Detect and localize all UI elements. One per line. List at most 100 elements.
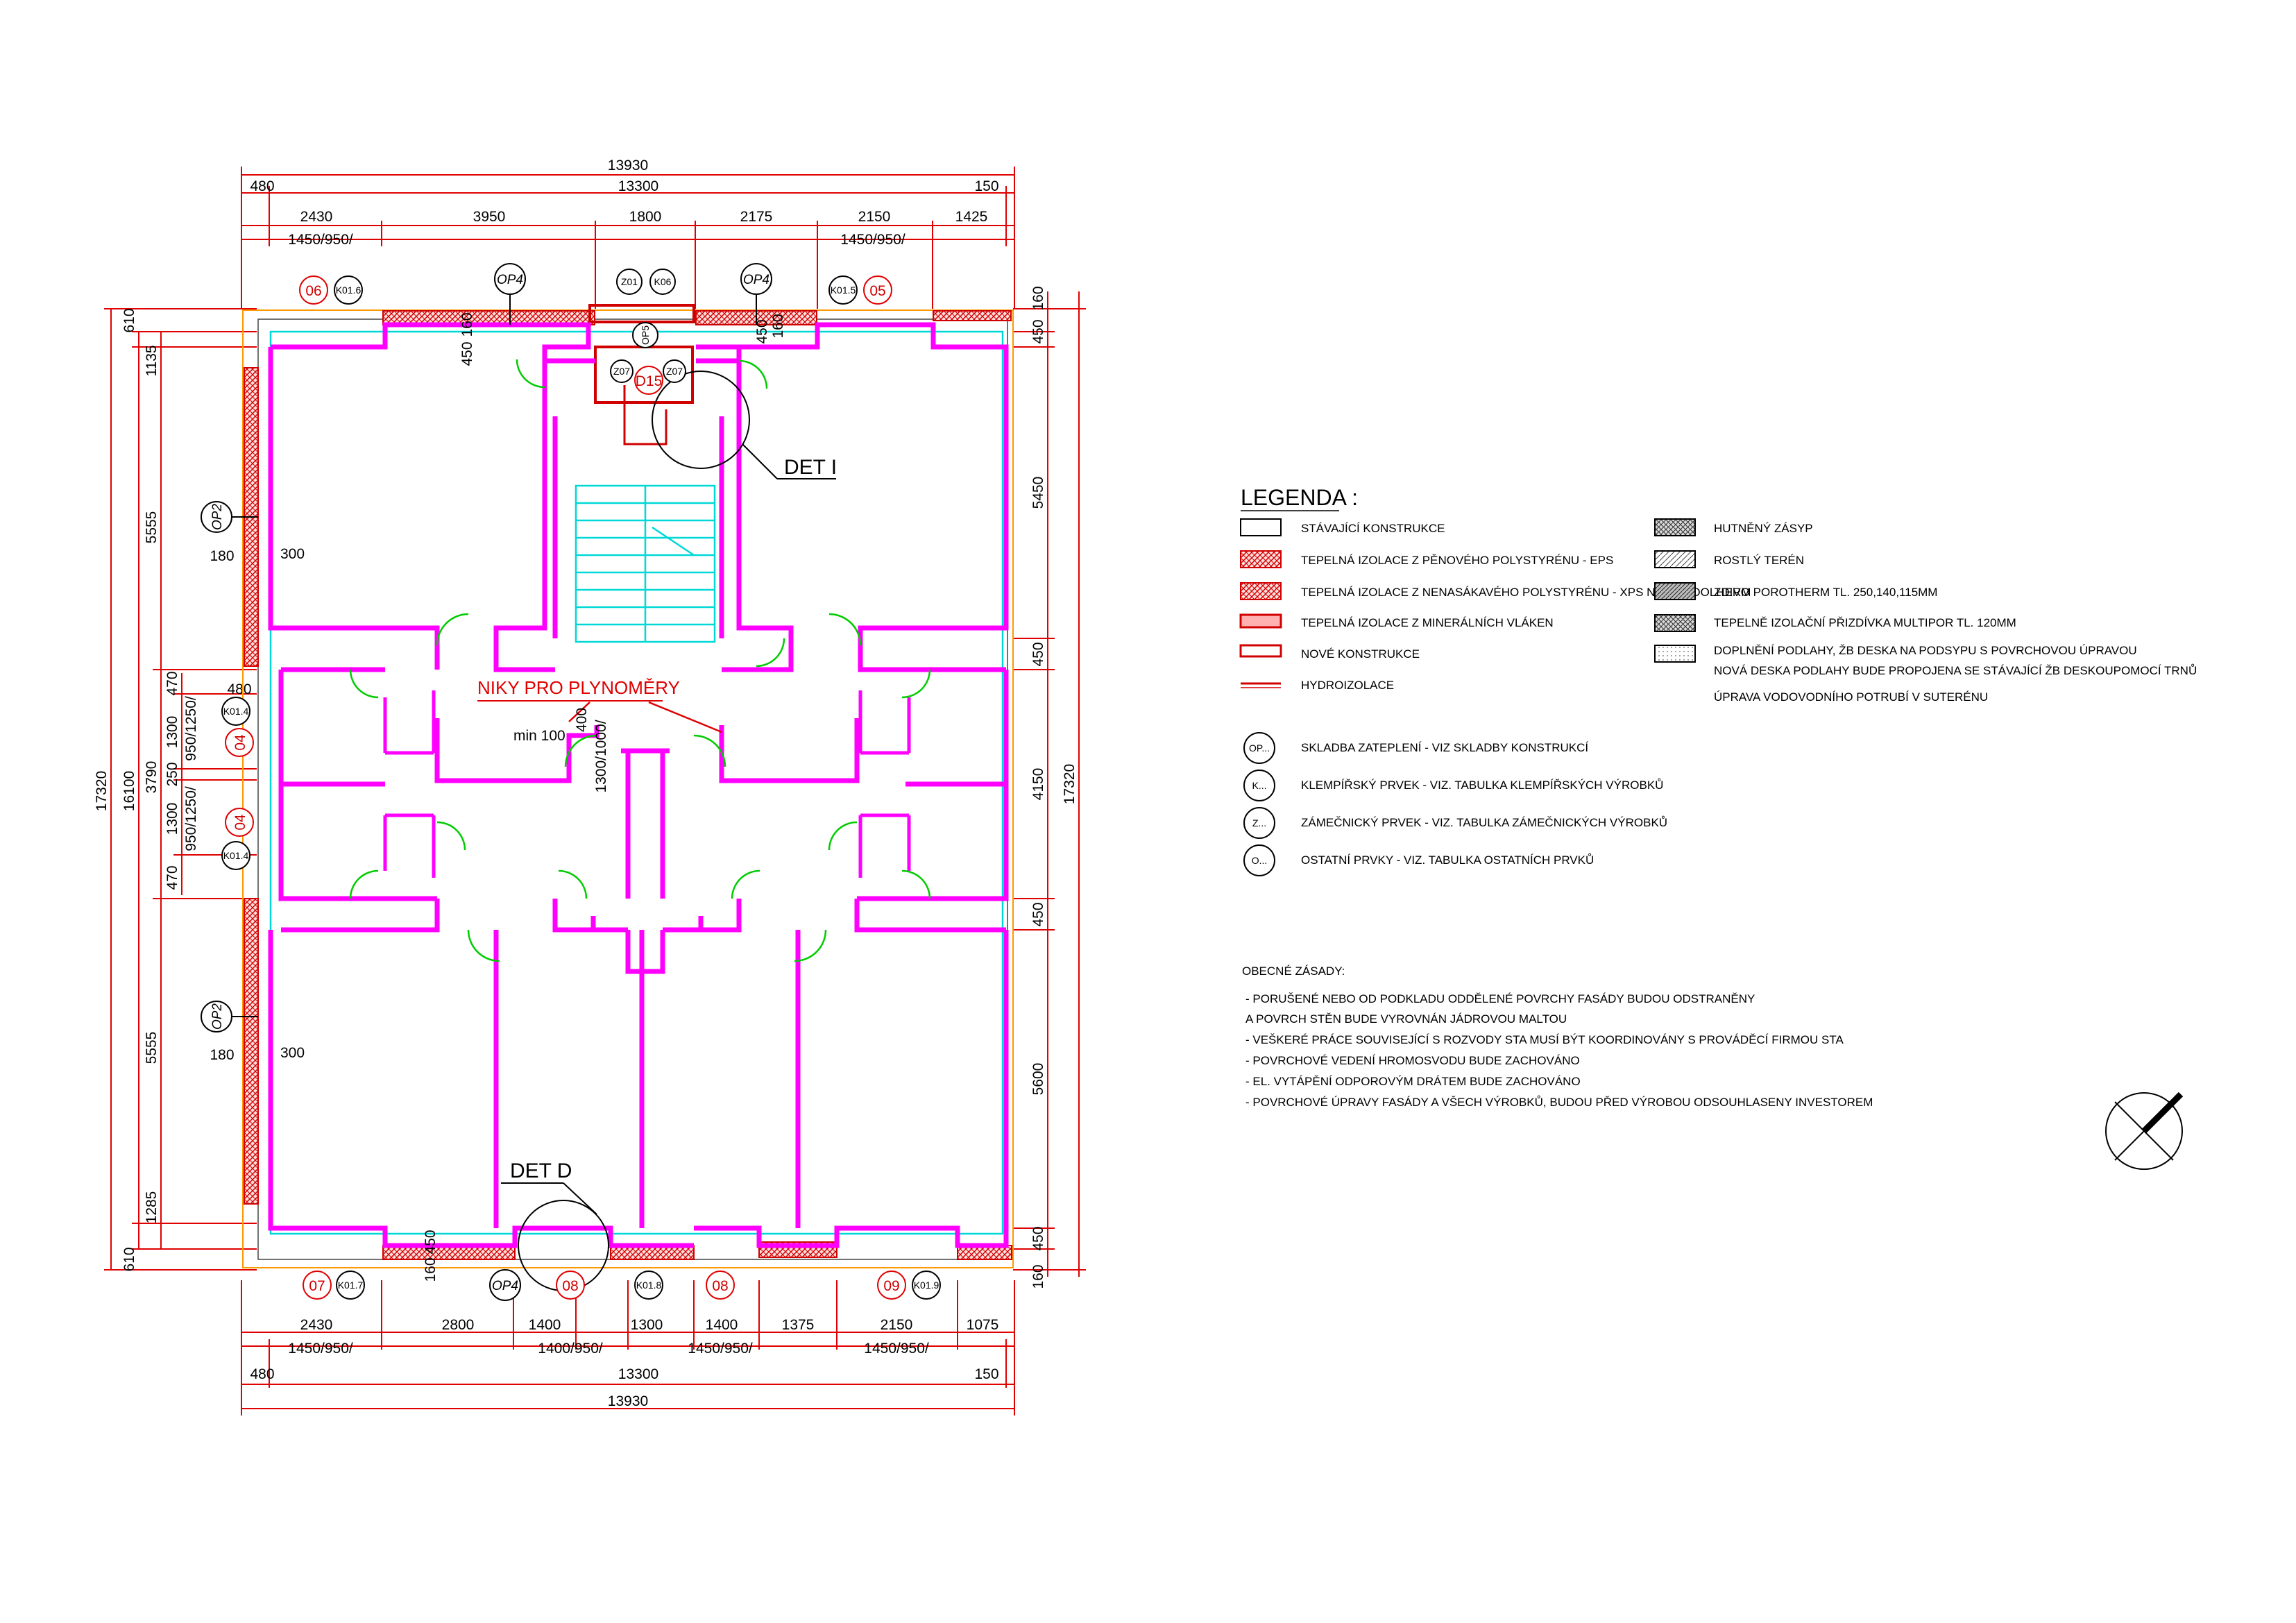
dim-left-1135: 1135	[144, 345, 160, 376]
tag-op2-b: OP2	[210, 1003, 225, 1030]
wall-180-bottom: 180	[210, 1047, 234, 1063]
dim-left-250: 250	[164, 762, 180, 786]
wall-450-c: 450	[754, 319, 770, 343]
dim-bottom-2150: 2150	[881, 1317, 913, 1333]
det-d-label: DET D	[510, 1159, 572, 1182]
tag-z07-a: Z07	[613, 366, 630, 377]
tag-k019: K01.9	[914, 1280, 939, 1291]
dim-top-3950: 3950	[473, 209, 506, 225]
dim-left-610-top: 610	[121, 308, 137, 332]
dim-top-1800: 1800	[629, 209, 662, 225]
left-dimensions: 17320 16100 610 610 1135 5555 3790 5555 …	[94, 308, 305, 1272]
wall-160-c: 160	[770, 314, 786, 338]
dim-bottom-1400: 1400	[529, 1317, 561, 1333]
tag-op2-a: OP2	[210, 504, 225, 530]
legend-sym-op: OP...	[1249, 742, 1270, 754]
note-6: - POVRCHOVÉ ÚPRAVY FASÁDY A VŠECH VÝROBK…	[1245, 1096, 1873, 1109]
dim-top-2175: 2175	[740, 209, 773, 225]
tag-k06: K06	[654, 276, 672, 287]
tag-k017: K01.7	[338, 1280, 364, 1291]
niky-label: NIKY PRO PLYNOMĚRY	[477, 677, 680, 698]
staircase	[575, 385, 716, 643]
legend-sym-op-text: SKLADBA ZATEPLENÍ - VIZ SKLADBY KONSTRUK…	[1301, 741, 1588, 754]
dim-right-450-a: 450	[1030, 319, 1046, 343]
dim-bottom-13300: 13300	[618, 1366, 658, 1382]
tag-op4-b: OP4	[743, 273, 769, 287]
tag-op4-a: OP4	[497, 273, 523, 287]
legend-sym-o: O...	[1252, 855, 1268, 866]
right-dimensions: 160 450 5450 450 4150 450 5600 450 160 1…	[1013, 286, 1086, 1289]
legend-right-4: TEPELNĚ IZOLAČNÍ PŘIZDÍVKA MULTIPOR TL. …	[1714, 616, 2016, 629]
tag-08-b: 08	[712, 1278, 728, 1294]
legend-item-4: TEPELNÁ IZOLACE Z MINERÁLNÍCH VLÁKEN	[1301, 616, 1554, 629]
dim-bottom-150: 150	[974, 1366, 998, 1382]
tag-k014-b: K01.4	[223, 850, 249, 861]
niche-min-100: min 100	[513, 728, 566, 744]
tags-stair: OP5 Z07 Z07 D15	[610, 322, 686, 395]
tag-op5: OP5	[640, 325, 651, 345]
dim-bottom-1375: 1375	[782, 1317, 815, 1333]
dim-left-16100: 16100	[121, 771, 137, 811]
tag-k018: K01.8	[636, 1280, 662, 1291]
dim-top-window-1: 1450/950/	[288, 232, 353, 248]
wall-180-top: 180	[210, 548, 234, 564]
legend-item-1: STÁVAJÍCÍ KONSTRUKCE	[1301, 522, 1445, 535]
bottom-dimensions: 2430 2800 1400 1300 1400 1375 2150 1075 …	[241, 1280, 1015, 1416]
tag-08-a: 08	[562, 1278, 578, 1294]
notes-title: OBECNÉ ZÁSADY:	[1242, 965, 1345, 978]
tag-04-b: 04	[232, 814, 248, 831]
wall-450-b: 450	[423, 1230, 439, 1254]
dim-top-overall: 13930	[608, 158, 648, 173]
niche-400: 400	[574, 708, 590, 732]
note-2: A POVRCH STĚN BUDE VYROVNÁN JÁDROVOU MAL…	[1245, 1012, 1567, 1026]
dim-right-450-b: 450	[1030, 642, 1046, 666]
walls	[268, 322, 1009, 1248]
det-i-label: DET I	[784, 456, 837, 479]
legend-title: LEGENDA :	[1241, 485, 1358, 510]
dim-bottom-1300: 1300	[631, 1317, 663, 1333]
note-5: - EL. VYTÁPĚNÍ ODPOROVÝM DRÁTEM BUDE ZAC…	[1245, 1075, 1581, 1088]
legend: LEGENDA : STÁVAJÍCÍ KONSTRUKCE TEPELNÁ I…	[1239, 485, 2197, 876]
dim-bottom-overall: 13930	[608, 1393, 648, 1409]
legend-sym-k-text: KLEMPÍŘSKÝ PRVEK - VIZ. TABULKA KLEMPÍŘS…	[1301, 779, 1663, 792]
callouts: DET I DET D NIKY PRO PLYNOMĚRY min 100 4…	[423, 312, 837, 1291]
dim-left-1300-bottom: 1300	[164, 803, 180, 835]
dim-bottom-2800: 2800	[442, 1317, 475, 1333]
legend-right-1: HUTNĚNÝ ZÁSYP	[1714, 522, 1813, 535]
note-1: - PORUŠENÉ NEBO OD PODKLADU ODDĚLENÉ POV…	[1245, 992, 1755, 1005]
legend-right-6: NOVÁ DESKA PODLAHY BUDE PROPOJENA SE STÁ…	[1714, 664, 2197, 677]
dim-left-window-2: 950/1250/	[183, 786, 199, 851]
legend-sym-z-text: ZÁMEČNICKÝ PRVEK - VIZ. TABULKA ZÁMEČNIC…	[1301, 816, 1667, 829]
legend-sym-z: Z...	[1252, 817, 1266, 829]
dim-left-17320: 17320	[94, 771, 110, 811]
dim-top-1425: 1425	[955, 209, 988, 225]
dim-top-2150: 2150	[858, 209, 891, 225]
dim-left-3790: 3790	[144, 761, 160, 794]
legend-item-5: NOVÉ KONSTRUKCE	[1301, 647, 1420, 661]
north-arrow-icon	[2105, 1091, 2184, 1170]
dim-right-450-c: 450	[1030, 902, 1046, 926]
wall-160-a: 160	[459, 312, 475, 337]
tag-06: 06	[305, 283, 321, 299]
dim-right-5600: 5600	[1030, 1063, 1046, 1096]
tag-k015: K01.5	[831, 284, 856, 296]
dim-bottom-window-2: 1400/950/	[538, 1341, 603, 1357]
dim-bottom-2430: 2430	[300, 1317, 333, 1333]
dim-bottom-window-4: 1450/950/	[864, 1341, 929, 1357]
dim-bottom-1075: 1075	[967, 1317, 999, 1333]
legend-right-2: ROSTLÝ TERÉN	[1714, 554, 1804, 567]
wall-160-b: 160	[423, 1257, 439, 1282]
dim-bottom-window-1: 1450/950/	[288, 1341, 353, 1357]
dim-right-17320: 17320	[1062, 764, 1078, 804]
tags-top: 06 K01.6 OP4 Z01 K06 OP4 K01.5 05	[299, 263, 892, 325]
wall-300-top: 300	[280, 546, 305, 562]
note-4: - POVRCHOVÉ VEDENÍ HROMOSVODU BUDE ZACHO…	[1245, 1054, 1580, 1067]
tag-op4-bottom: OP4	[492, 1279, 518, 1293]
dim-right-160-bottom: 160	[1030, 1264, 1046, 1289]
dim-right-5450: 5450	[1030, 477, 1046, 509]
tag-d15: D15	[636, 373, 663, 389]
dim-top-480: 480	[250, 178, 274, 194]
legend-right-3: ZDIVO POROTHERM TL. 250,140,115MM	[1714, 586, 1937, 599]
tags-left: OP2 K01.4 04 04 K01.4 OP2	[201, 501, 258, 1033]
niche-1300: 1300/1000/	[593, 720, 609, 792]
